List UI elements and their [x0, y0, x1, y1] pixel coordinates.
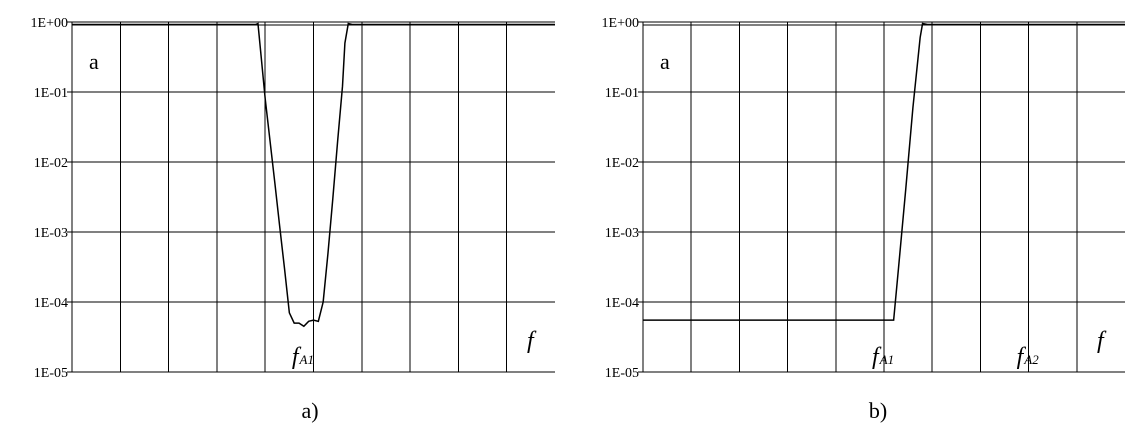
y-tick-label: 1E-05 [34, 366, 68, 381]
y-tick-label: 1E+00 [602, 16, 639, 31]
frequency-annotation: fA2 [1017, 344, 1040, 370]
frequency-annotation: fA1 [872, 344, 894, 370]
x-axis-label: f [527, 328, 537, 354]
y-tick-label: 1E-03 [605, 226, 639, 241]
annotation-main: f [872, 344, 882, 370]
series-line [72, 22, 555, 328]
y-tick-label: 1E-01 [34, 86, 68, 101]
y-tick-label: 1E-02 [605, 156, 639, 171]
y-axis-label: a [89, 49, 99, 74]
annotation-subscript: A1 [299, 352, 314, 367]
annotation-subscript: A1 [879, 352, 894, 367]
y-tick-label: 1E-02 [34, 156, 68, 171]
panel-caption: a) [301, 398, 318, 423]
y-axis-label: a [660, 49, 670, 74]
y-tick-label: 1E-04 [605, 296, 639, 311]
panel-caption: b) [869, 398, 887, 423]
series-line [643, 22, 1125, 321]
y-tick-label: 1E+00 [31, 16, 68, 31]
y-tick-label: 1E-03 [34, 226, 68, 241]
y-tick-label: 1E-05 [605, 366, 639, 381]
frequency-annotation: fA1 [292, 344, 314, 370]
y-tick-label: 1E-04 [34, 296, 68, 311]
y-tick-label: 1E-01 [605, 86, 639, 101]
annotation-subscript: A2 [1023, 352, 1039, 367]
annotation-main: f [292, 344, 302, 370]
annotation-main: f [1017, 344, 1027, 370]
x-axis-label: f [1097, 328, 1107, 354]
